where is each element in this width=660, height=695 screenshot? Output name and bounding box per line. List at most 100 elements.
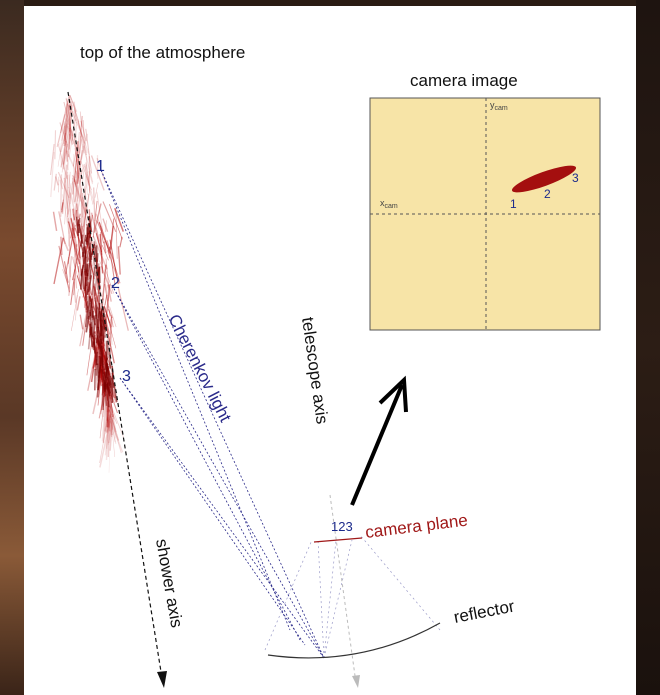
particle-track	[93, 203, 102, 233]
particle-track-core	[100, 319, 103, 331]
particle-track	[106, 313, 112, 328]
particle-track	[92, 346, 99, 369]
particle-track	[57, 171, 70, 199]
camera-plane-label: camera plane	[364, 511, 469, 542]
particle-track	[78, 115, 83, 154]
image-ellipse	[511, 165, 577, 193]
particle-track	[85, 162, 91, 192]
reflector-label: reflector	[452, 596, 516, 626]
particle-track-core	[83, 269, 88, 292]
particle-track	[101, 244, 109, 261]
particle-track	[76, 181, 79, 199]
particle-track	[63, 121, 69, 171]
particle-track	[104, 414, 111, 456]
particle-track	[63, 103, 68, 147]
particle-track	[63, 104, 73, 142]
camera-plane-line	[313, 537, 363, 543]
particle-track	[109, 218, 115, 252]
particle-track	[53, 173, 57, 191]
particle-track	[85, 162, 88, 196]
particle-track-core	[93, 241, 98, 263]
particle-track	[99, 421, 111, 468]
particle-track	[63, 157, 66, 180]
particle-track	[93, 187, 96, 222]
shower-axis-label: shower axis	[152, 537, 186, 629]
particle-track	[74, 179, 79, 202]
particle-track	[68, 256, 71, 278]
shower-point-2: 2	[111, 275, 120, 292]
particle-track	[68, 104, 71, 132]
particle-track	[105, 220, 107, 233]
particle-track-core	[103, 380, 108, 406]
particle-track	[110, 315, 114, 328]
particle-track	[109, 306, 117, 328]
particle-track	[67, 127, 71, 158]
particle-track-core	[87, 241, 92, 252]
image-point-3: 3	[572, 171, 579, 185]
particle-track	[81, 170, 91, 207]
particle-track-core	[91, 310, 94, 337]
particle-track	[64, 120, 68, 132]
particle-track	[103, 355, 106, 382]
particle-track	[100, 225, 104, 244]
particle-track	[53, 237, 64, 285]
top-of-atmosphere-label: top of the atmosphere	[80, 43, 245, 62]
particle-track	[72, 141, 79, 167]
particle-track	[107, 284, 112, 302]
particle-track	[92, 200, 98, 238]
particle-track	[77, 228, 82, 276]
particle-track	[96, 192, 104, 231]
particle-track	[82, 203, 87, 245]
particle-track-core	[99, 338, 102, 349]
particle-track	[99, 418, 108, 464]
particle-track-core	[101, 319, 105, 342]
particle-track	[62, 123, 68, 170]
particle-track-core	[75, 216, 79, 236]
particle-track	[70, 278, 75, 305]
particle-track	[104, 294, 108, 306]
particle-track	[71, 228, 74, 239]
particle-track	[100, 265, 113, 295]
particle-track	[73, 175, 77, 188]
particle-track	[102, 201, 117, 233]
particle-track	[68, 256, 72, 296]
particle-track	[71, 110, 76, 141]
particle-track	[99, 260, 104, 269]
particle-track	[59, 174, 63, 217]
particle-track-core	[85, 223, 90, 234]
background-right-strip	[636, 0, 660, 695]
particle-track-core	[93, 335, 96, 346]
particle-track	[105, 269, 114, 294]
particle-track	[87, 171, 90, 186]
particle-track	[68, 187, 73, 230]
particle-track	[63, 104, 71, 145]
particle-track	[109, 239, 119, 285]
particle-track	[92, 366, 105, 415]
particle-track	[90, 212, 103, 255]
particle-track	[59, 179, 64, 190]
telescope-axis-arrowhead	[352, 675, 360, 688]
particle-track-core	[95, 307, 98, 320]
particle-track	[112, 417, 117, 439]
telescope-axis-label: telescope axis	[298, 316, 332, 425]
particle-track	[92, 235, 108, 270]
particle-track	[58, 96, 70, 144]
particle-track	[95, 213, 101, 224]
particle-track	[102, 391, 106, 417]
particle-track	[62, 194, 70, 234]
particle-track	[64, 175, 68, 225]
particle-track	[105, 406, 110, 428]
particle-track-core	[97, 369, 101, 390]
particle-track	[87, 193, 89, 211]
particle-track	[73, 169, 83, 221]
image-point-2: 2	[544, 187, 551, 201]
particle-track	[80, 185, 83, 210]
particle-track-core	[98, 324, 102, 346]
particle-track-core	[80, 244, 85, 257]
particle-track	[107, 420, 114, 445]
reflector-arc	[267, 622, 441, 659]
particle-track	[99, 234, 104, 274]
particle-track	[76, 164, 85, 197]
particle-track	[74, 148, 79, 175]
camera-plane-numbers: 123	[331, 519, 353, 534]
